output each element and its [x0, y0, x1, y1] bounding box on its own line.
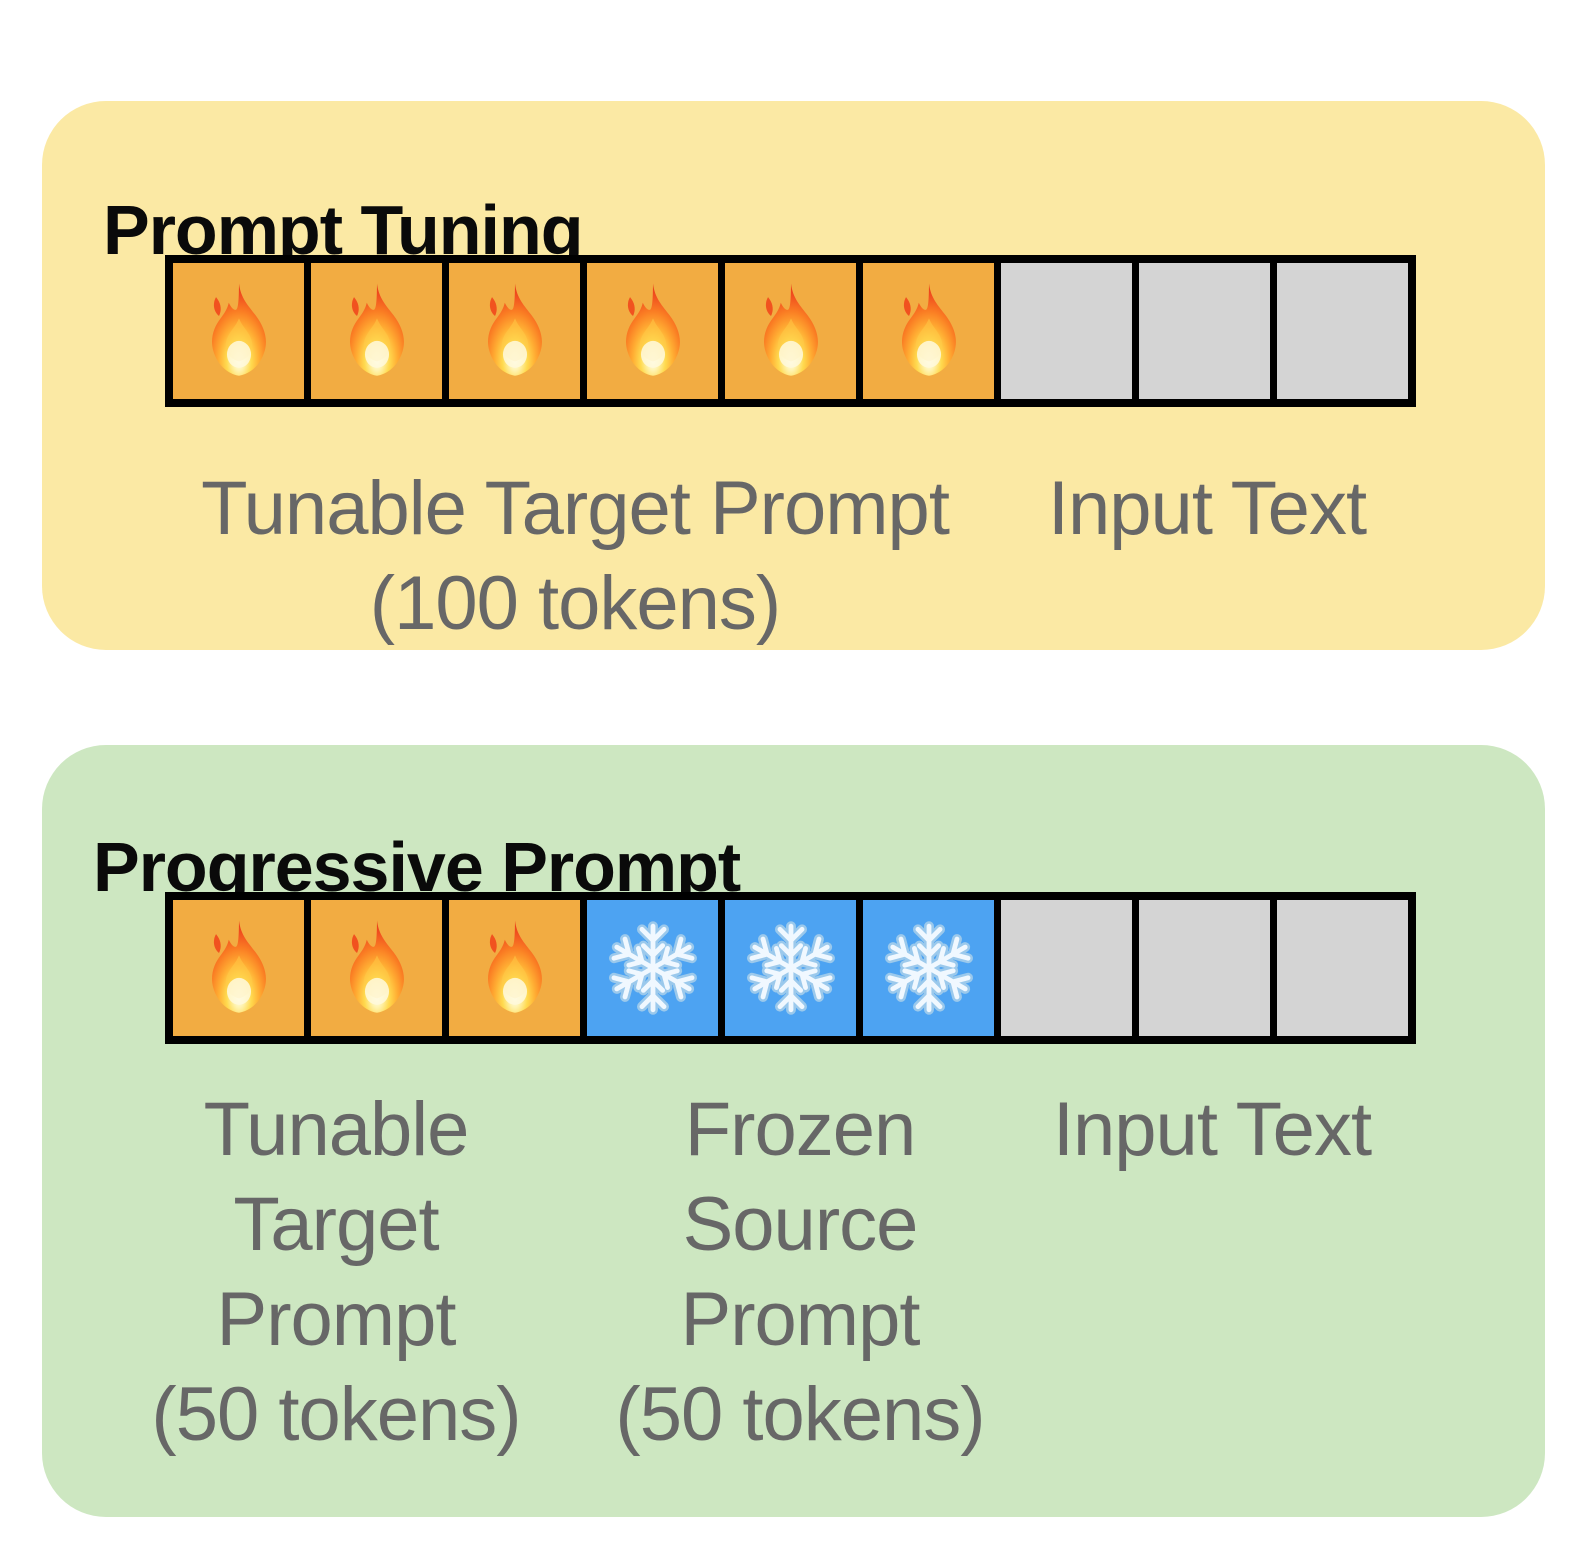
token-cell-fire [173, 263, 304, 399]
token-cell-input [1001, 263, 1132, 399]
fire-icon [487, 920, 542, 1013]
token-cell-input [1139, 900, 1270, 1036]
token-cell-fire [863, 263, 994, 399]
label-tunable-target-prompt: Tunable Target Prompt (50 tokens) [151, 1087, 521, 1457]
fire-icon [487, 283, 542, 376]
snowflake-icon [878, 917, 980, 1019]
token-cell-snow [863, 900, 994, 1036]
token-cell-fire [449, 900, 580, 1036]
fire-icon [625, 283, 680, 376]
token-cell-input [1001, 900, 1132, 1036]
token-row [165, 892, 1416, 1044]
token-row [165, 255, 1416, 407]
fire-icon [763, 283, 818, 376]
panel-progressive-prompt: Progressive Prompt [42, 745, 1545, 1517]
token-cell-input [1139, 263, 1270, 399]
label-tunable-target-prompt: Tunable Target Prompt (100 tokens) [201, 466, 950, 646]
token-cell-snow [725, 900, 856, 1036]
label-input-text: Input Text [1052, 1087, 1372, 1172]
token-cell-fire [449, 263, 580, 399]
token-cell-input [1277, 263, 1408, 399]
token-cell-input [1277, 900, 1408, 1036]
panel-prompt-tuning: Prompt Tuning [42, 101, 1545, 650]
fire-icon [349, 283, 404, 376]
fire-icon [211, 283, 266, 376]
token-cell-fire [311, 263, 442, 399]
fire-icon [349, 920, 404, 1013]
token-cell-snow [587, 900, 718, 1036]
token-cell-fire [173, 900, 304, 1036]
token-cell-fire [725, 263, 856, 399]
panel-title: Progressive Prompt [93, 828, 741, 907]
token-cell-fire [311, 900, 442, 1036]
snowflake-icon [740, 917, 842, 1019]
panel-title: Prompt Tuning [103, 191, 583, 270]
token-cell-fire [587, 263, 718, 399]
label-input-text: Input Text [1047, 466, 1367, 551]
fire-icon [211, 920, 266, 1013]
fire-icon [901, 283, 956, 376]
snowflake-icon [602, 917, 704, 1019]
label-frozen-source-prompt: Frozen Source Prompt (50 tokens) [615, 1087, 985, 1457]
